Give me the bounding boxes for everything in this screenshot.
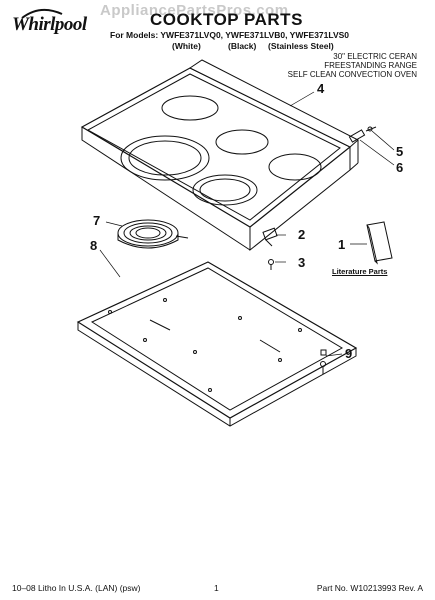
callout-5: 5: [396, 144, 404, 159]
footer-litho: 10–08 Litho In U.S.A. (LAN) (psw): [12, 583, 141, 593]
callout-9: 9: [345, 346, 353, 361]
screw-part: [320, 349, 327, 374]
callout-4: 4: [317, 81, 325, 96]
footer-part-number: Part No. W10213993 Rev. A: [316, 583, 423, 593]
surface-element-part: [117, 219, 189, 249]
burner-center: [215, 129, 269, 155]
variant-black: (Black): [228, 41, 257, 51]
watermark: AppliancePartsPros.com: [100, 2, 289, 19]
callout-2: 2: [298, 227, 306, 242]
logo-swoosh-icon: [21, 8, 63, 19]
bracket-part: [348, 126, 377, 143]
cooktop-drawing: [76, 59, 395, 427]
callout-3: 3: [298, 255, 306, 270]
brand-logo: Whirlpool: [12, 14, 87, 35]
callout-6: 6: [396, 160, 404, 175]
cooktop-glass-part: [80, 59, 359, 252]
callout-7: 7: [93, 213, 101, 228]
variant-white: (White): [172, 41, 201, 51]
variant-stainless: (Stainless Steel): [268, 41, 334, 51]
leader-lines: [99, 91, 395, 357]
burner-right-front: [268, 153, 322, 181]
description-line-1: 30" ELECTRIC CERAN: [333, 52, 417, 61]
literature-part: [366, 221, 393, 265]
callout-8: 8: [90, 238, 98, 253]
description-line-2: FREESTANDING RANGE: [324, 61, 417, 70]
literature-parts-label: Literature Parts: [332, 267, 388, 276]
description-line-3: SELF CLEAN CONVECTION OVEN: [287, 70, 417, 79]
callout-1: 1: [338, 237, 346, 252]
burner-box-part: [76, 261, 358, 427]
burner-large-front-left: [120, 135, 210, 181]
burner-rear-left: [161, 95, 219, 121]
models-line: For Models: YWFE371LVQ0, YWFE371LVB0, YW…: [110, 30, 350, 40]
burner-front-right: [192, 174, 258, 206]
page-title: COOKTOP PARTS: [150, 10, 303, 29]
switch-part: [262, 227, 278, 270]
footer-page-number: 1: [214, 583, 219, 593]
